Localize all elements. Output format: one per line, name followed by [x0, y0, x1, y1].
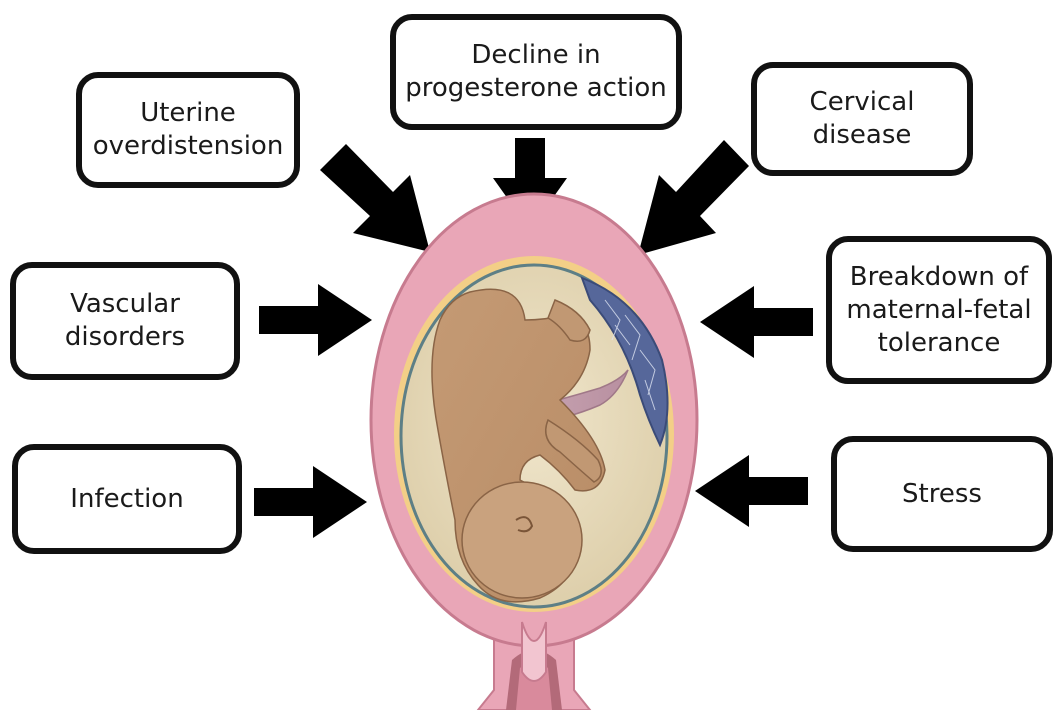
cause-box-infection: Infection	[12, 444, 242, 554]
cause-label-infection: Infection	[62, 483, 191, 516]
cause-label-stress: Stress	[894, 478, 990, 511]
cause-box-vascular-disorders: Vascular disorders	[10, 262, 240, 380]
cause-box-decline-progesterone: Decline in progesterone action	[390, 14, 682, 130]
cause-label-cervical-disease: Cervical disease	[802, 86, 923, 152]
cause-label-decline-progesterone: Decline in progesterone action	[397, 39, 675, 105]
cause-box-breakdown-tolerance: Breakdown of maternal-fetal tolerance	[826, 236, 1052, 384]
arrow-from-breakdown-icon	[700, 286, 813, 358]
arrow-from-uterine-icon	[320, 144, 430, 252]
cause-label-breakdown-tolerance: Breakdown of maternal-fetal tolerance	[838, 261, 1039, 360]
arrow-from-infection-icon	[254, 466, 367, 538]
cause-box-uterine-overdistension: Uterine overdistension	[76, 72, 300, 188]
arrow-from-cervical-icon	[638, 140, 749, 255]
arrow-from-stress-icon	[695, 455, 808, 527]
cause-label-uterine-overdistension: Uterine overdistension	[85, 97, 292, 163]
cause-label-vascular-disorders: Vascular disorders	[57, 288, 193, 354]
cause-box-stress: Stress	[831, 436, 1053, 552]
cause-box-cervical-disease: Cervical disease	[751, 62, 973, 176]
arrow-from-vascular-icon	[259, 284, 372, 356]
